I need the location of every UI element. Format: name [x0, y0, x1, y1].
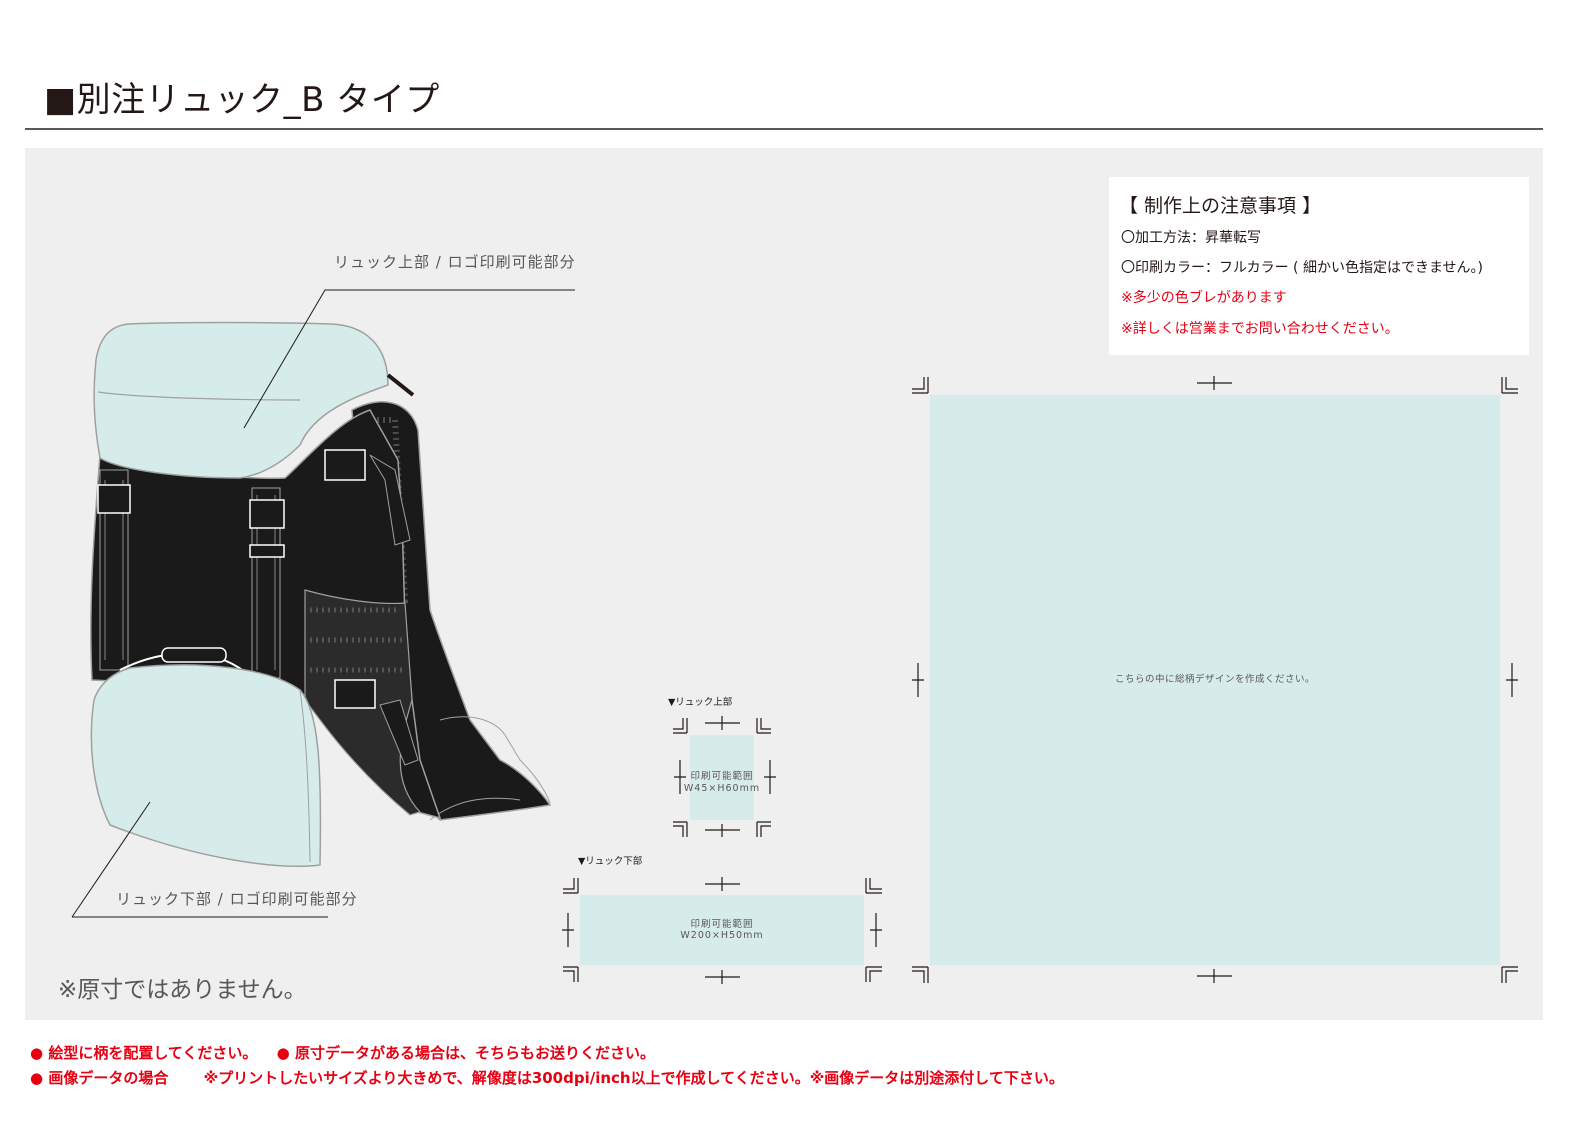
bullet-icon: ● — [30, 1069, 44, 1087]
main-area-instruction: こちらの中に総柄デザインを作成ください。 — [1114, 674, 1315, 685]
footer-item-3-detail: ※プリントしたいサイズより大きめで、解像度は300dpi/inch以上で作成して… — [203, 1069, 1064, 1087]
not-actual-size-note: ※原寸ではありません。 — [58, 977, 307, 1003]
footer-item-1: 絵型に柄を配置してください。 — [48, 1044, 258, 1062]
note-color-shift: ※多少の色ブレがあります — [1121, 290, 1287, 306]
lower-template-label: ▼リュック下部 — [578, 856, 643, 867]
upper-print-area — [690, 735, 754, 820]
note-processing: 〇加工方法：昇華転写 — [1121, 230, 1261, 246]
footer-line-1: ● 絵型に柄を配置してください。 ● 原寸データがある場合は、そちらもお送りくだ… — [30, 1042, 655, 1063]
upper-area-title: 印刷可能範囲 — [690, 771, 754, 782]
lower-area-title: 印刷可能範囲 — [690, 919, 754, 930]
lower-part-label: リュック下部 / ロゴ印刷可能部分 — [116, 890, 358, 908]
lower-area-size: W200×H50mm — [680, 930, 764, 941]
footer-line-2: ● 画像データの場合 ※プリントしたいサイズより大きめで、解像度は300dpi/… — [30, 1067, 1064, 1088]
notes-heading: 【 制作上の注意事項 】 — [1119, 195, 1322, 217]
bottom-part — [90, 664, 322, 867]
upper-area-size: W45×H60mm — [683, 783, 761, 794]
main-print-area — [930, 395, 1500, 965]
top-lid — [93, 321, 389, 479]
lower-print-area — [580, 895, 864, 965]
upper-part-label: リュック上部 / ロゴ印刷可能部分 — [334, 253, 576, 271]
page-title: ■別注リュック_B タイプ — [44, 80, 440, 120]
bullet-icon: ● — [30, 1044, 44, 1062]
upper-template-label: ▼リュック上部 — [668, 697, 733, 708]
footer-item-2: 原寸データがある場合は、そちらもお送りください。 — [295, 1044, 656, 1062]
title-divider — [25, 128, 1543, 130]
note-print-color: 〇印刷カラー：フルカラー ( 細かい色指定はできません。) — [1121, 260, 1483, 276]
note-contact: ※詳しくは営業までお問い合わせください。 — [1121, 321, 1399, 337]
bullet-icon: ● — [276, 1044, 290, 1062]
footer-item-3: 画像データの場合 — [48, 1069, 169, 1087]
production-notes-box: 【 制作上の注意事項 】 〇加工方法：昇華転写 〇印刷カラー：フルカラー ( 細… — [1109, 177, 1529, 355]
